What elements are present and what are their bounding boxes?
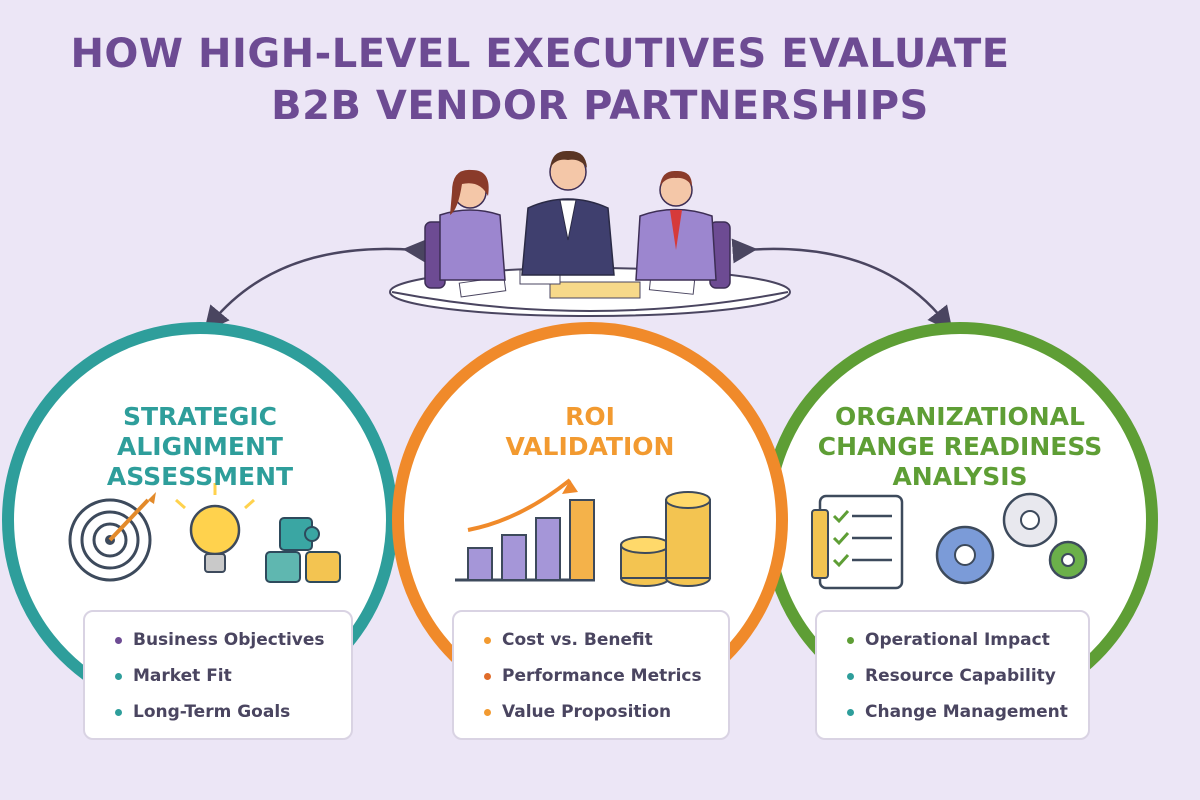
coin-stack-icon	[620, 491, 711, 587]
bar-chart-icon	[455, 499, 595, 582]
executives-meeting-illustration	[389, 150, 791, 317]
pillar-2-heading: ROI VALIDATION	[505, 402, 675, 461]
arrow-left-connector	[204, 238, 429, 332]
rising-arrow-icon	[467, 478, 578, 532]
gears-icon	[935, 492, 1088, 585]
list-item: Change Management	[847, 694, 1088, 730]
list-item: Business Objectives	[115, 622, 351, 658]
page-title: HOW HIGH-LEVEL EXECUTIVES EVALUATE B2B V…	[0, 28, 1200, 132]
pillar-1-list: Business Objectives Market Fit Long-Term…	[83, 610, 353, 740]
list-item: Value Proposition	[484, 694, 728, 730]
arrow-right-connector	[731, 238, 953, 332]
list-item: Long-Term Goals	[115, 694, 351, 730]
list-item: Resource Capability	[847, 658, 1088, 694]
pillar-3-heading: ORGANIZATIONAL CHANGE READINESS ANALYSIS	[817, 402, 1103, 491]
pillar-2-list: Cost vs. Benefit Performance Metrics Val…	[452, 610, 730, 740]
title-line-2: B2B VENDOR PARTNERSHIPS	[271, 83, 929, 129]
title-line-1: HOW HIGH-LEVEL EXECUTIVES EVALUATE	[70, 31, 1010, 77]
puzzle-icon	[265, 517, 341, 583]
list-item: Market Fit	[115, 658, 351, 694]
target-icon	[68, 492, 156, 582]
pillar-3-list: Operational Impact Resource Capability C…	[815, 610, 1090, 740]
checklist-icon	[811, 494, 904, 590]
pillar-1-heading: STRATEGIC ALIGNMENT ASSESSMENT	[106, 402, 294, 491]
lightbulb-icon	[175, 483, 255, 573]
list-item: Performance Metrics	[484, 658, 728, 694]
list-item: Operational Impact	[847, 622, 1088, 658]
list-item: Cost vs. Benefit	[484, 622, 728, 658]
